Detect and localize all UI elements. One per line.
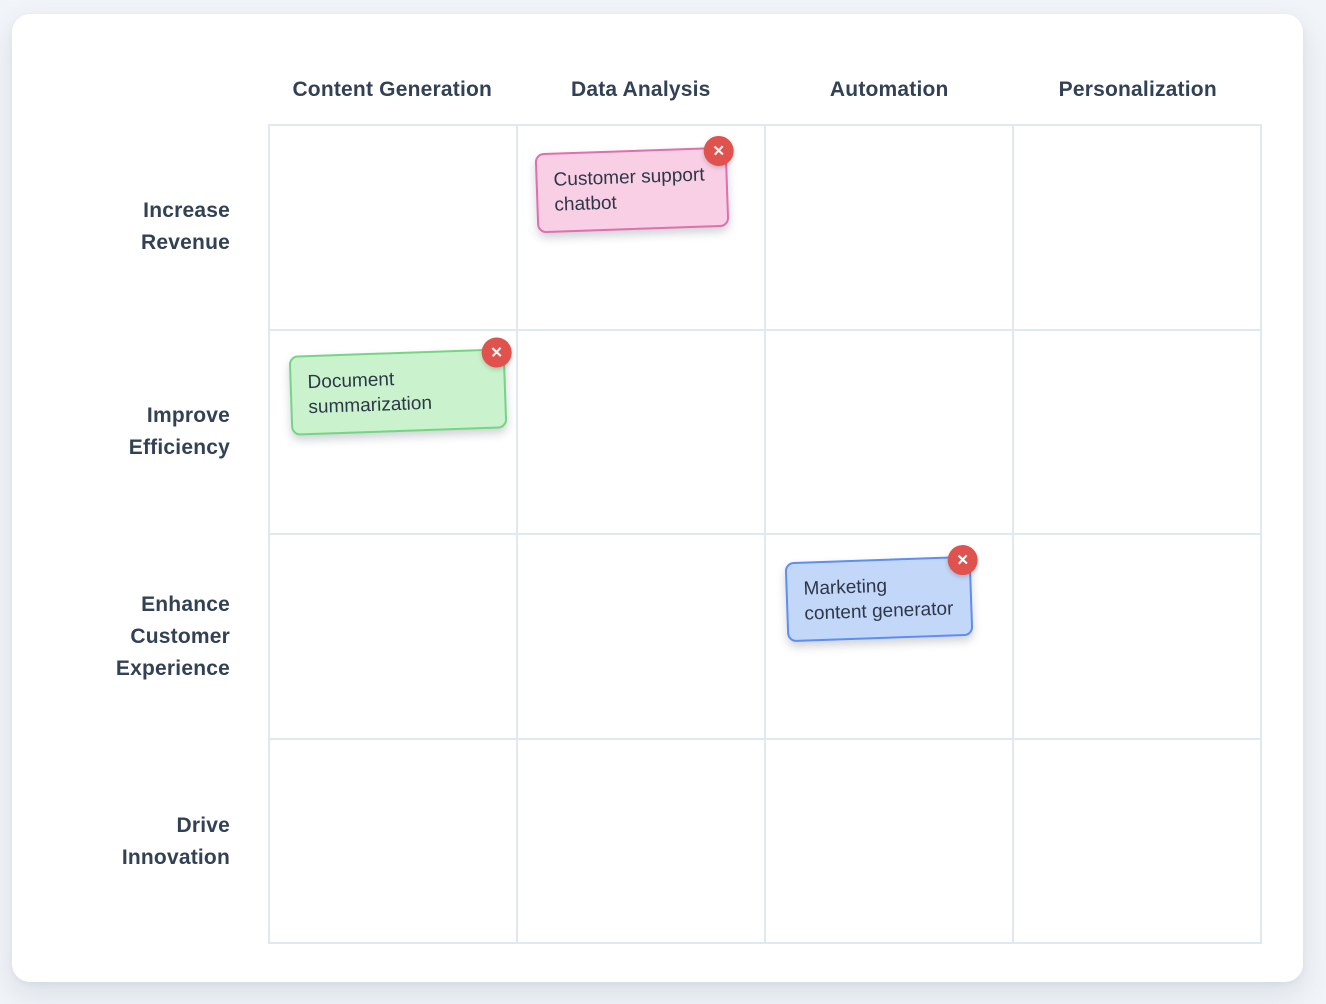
matrix-cell-r3c2[interactable]	[766, 739, 1012, 942]
matrix-cell-r0c0[interactable]	[270, 126, 516, 329]
matrix-cell-r3c1[interactable]	[518, 739, 764, 942]
column-header-content-generation: Content Generation	[292, 78, 493, 101]
matrix-cell-r2c2[interactable]: Marketing content generator✕	[766, 535, 1012, 738]
row-label-drive-innovation: Drive Innovation	[121, 813, 230, 869]
row-label-increase-revenue: Increase Revenue	[141, 198, 230, 254]
matrix-cell-r1c0[interactable]: Document summarization ✕	[270, 330, 516, 533]
note-close-button[interactable]: ✕	[947, 544, 979, 576]
matrix-cell-r3c3[interactable]	[1014, 739, 1260, 942]
matrix-cell-r3c0[interactable]	[270, 739, 516, 942]
prioritization-matrix: Content Generation Data Analysis Automatio…	[12, 14, 1262, 944]
matrix-cell-r1c3[interactable]	[1014, 330, 1260, 533]
matrix-cell-r1c1[interactable]	[518, 330, 764, 533]
column-headers: Content Generation Data Analysis Automatio…	[268, 14, 1262, 124]
matrix-cell-r2c3[interactable]	[1014, 535, 1260, 738]
row-label-enhance-customer-experience: Enhance Customer Experience	[115, 592, 230, 680]
matrix-cell-r2c1[interactable]	[518, 535, 764, 738]
column-header-automation: Automation	[829, 78, 949, 101]
matrix-card: Content Generation Data Analysis Automatio…	[12, 14, 1303, 982]
column-header-personalization: Personalization	[1058, 78, 1217, 101]
sticky-note-document-summarization[interactable]: Document summarization ✕	[288, 336, 513, 436]
matrix-cell-r0c3[interactable]	[1014, 126, 1260, 329]
row-label-improve-efficiency: Improve Efficiency	[128, 403, 230, 459]
matrix-cells: Customer support chatbot✕Document summar…	[268, 124, 1262, 944]
sticky-note-text: Marketing content generator	[803, 575, 954, 625]
note-close-button[interactable]: ✕	[703, 135, 735, 167]
note-close-button[interactable]: ✕	[481, 336, 513, 368]
column-header-data-analysis: Data Analysis	[570, 78, 711, 101]
matrix-cell-r2c0[interactable]	[270, 535, 516, 738]
sticky-note-text: Customer support chatbot	[553, 164, 705, 216]
sticky-note-customer-support-chatbot[interactable]: Customer support chatbot✕	[534, 135, 735, 234]
matrix-cell-r0c2[interactable]	[766, 126, 1012, 329]
sticky-note-text: Document summarization	[307, 368, 433, 418]
matrix-cell-r1c2[interactable]	[766, 330, 1012, 533]
matrix-cell-r0c1[interactable]: Customer support chatbot✕	[518, 126, 764, 329]
matrix-corner-spacer	[12, 14, 268, 124]
sticky-note-marketing-content-generator[interactable]: Marketing content generator✕	[784, 544, 979, 643]
